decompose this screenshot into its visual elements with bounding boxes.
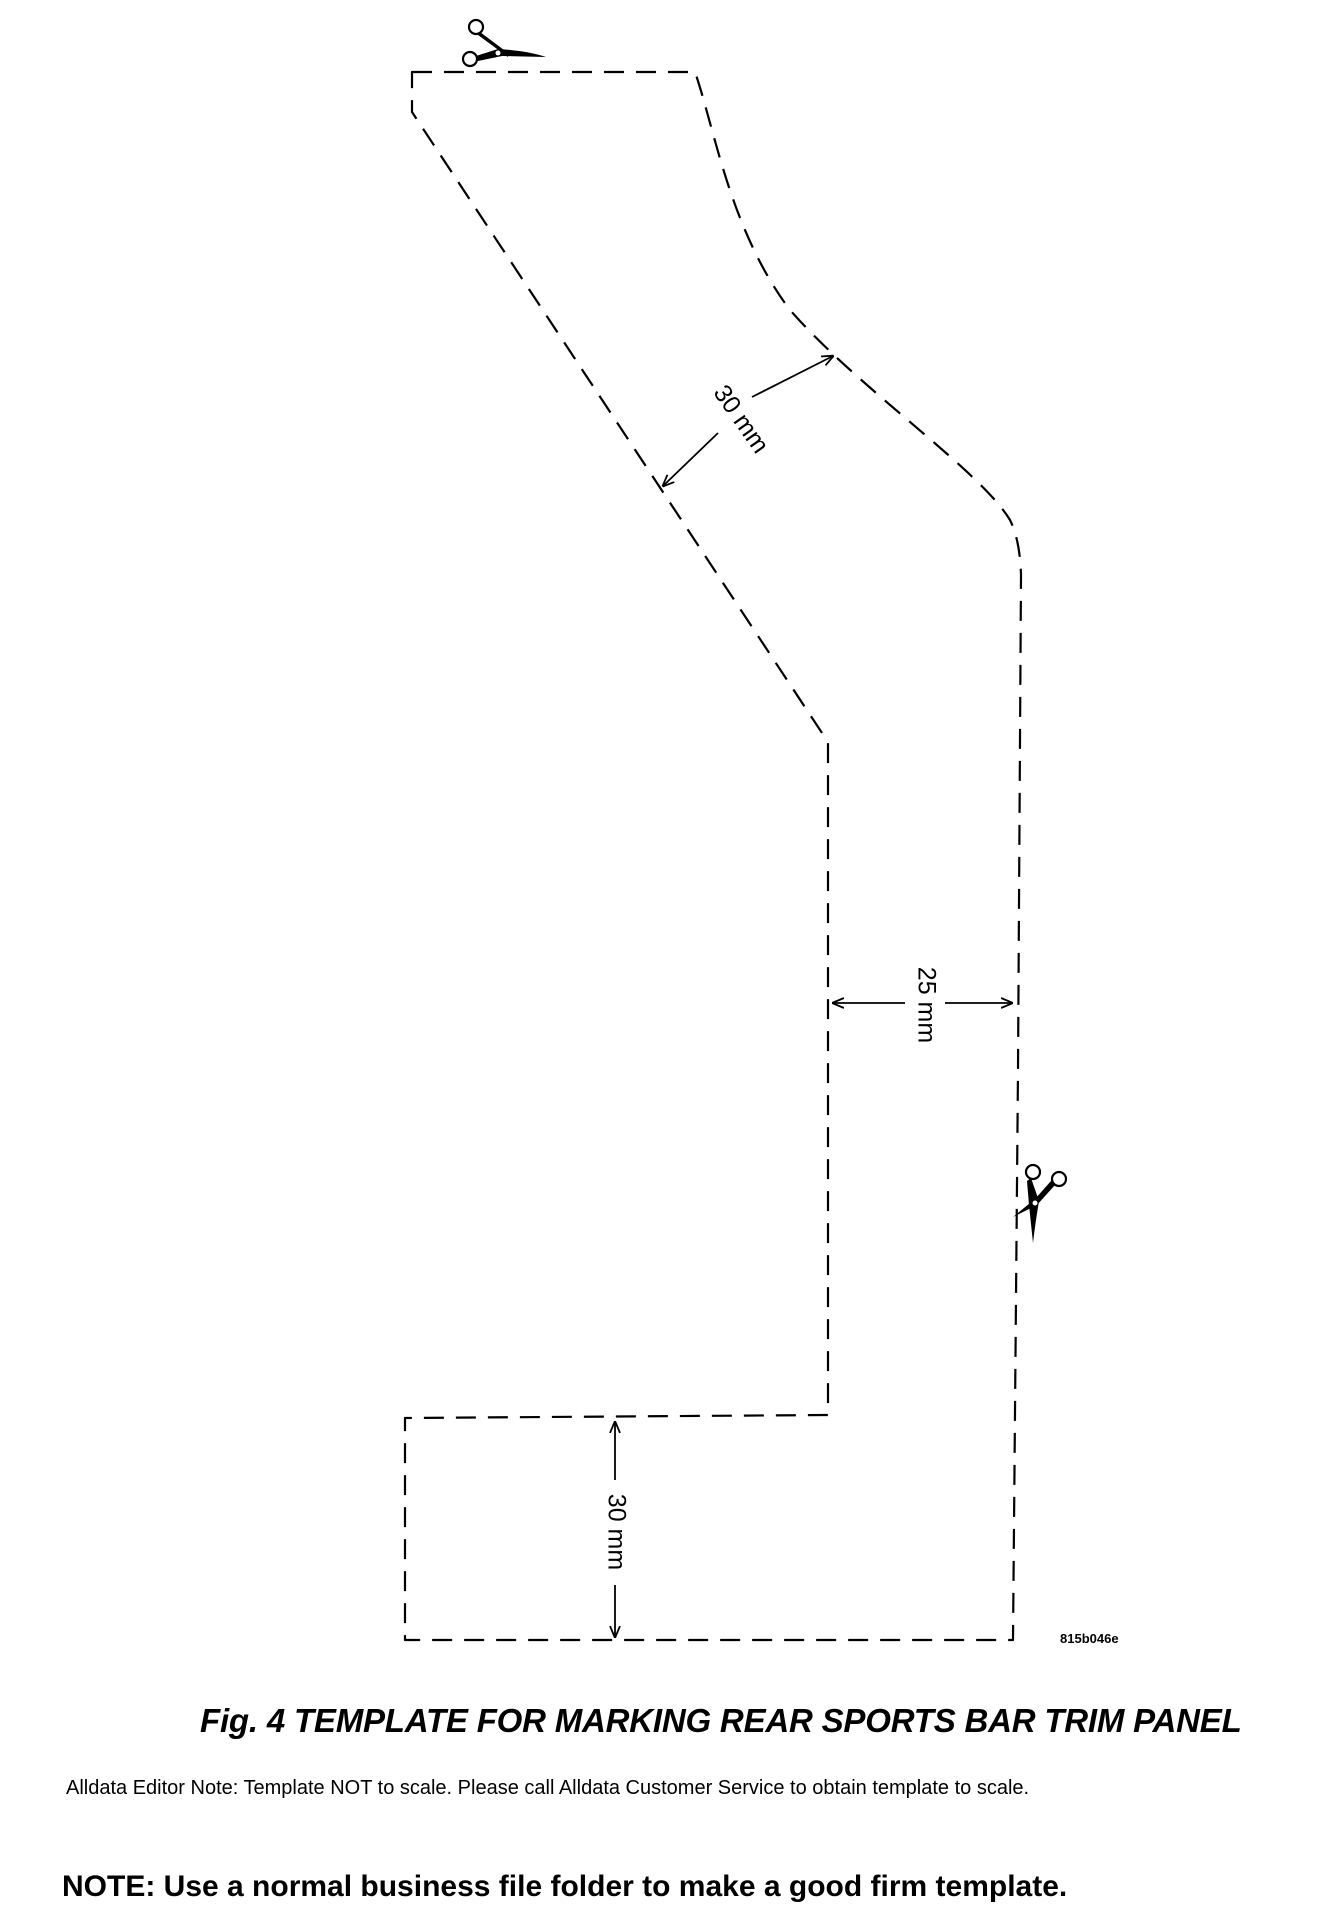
editor-note: Alldata Editor Note: Template NOT to sca…: [66, 1777, 1030, 1799]
dimension-line-diagonal: [751, 356, 833, 398]
dimension-label-horizontal: 25 mm: [912, 967, 940, 1043]
template-note: NOTE: Use a normal business file folder …: [62, 1870, 1068, 1903]
figure-code: 815b046e: [1060, 1631, 1119, 1646]
scissors-icon: [461, 18, 546, 68]
template-cut-outline: [403, 70, 1023, 1642]
scissors-icon: [1013, 1163, 1068, 1243]
figure-caption: Fig. 4 TEMPLATE FOR MARKING REAR SPORTS …: [200, 1702, 1242, 1739]
dimension-line-diagonal: [663, 432, 719, 486]
dimension-label-vertical: 30 mm: [602, 1494, 630, 1570]
